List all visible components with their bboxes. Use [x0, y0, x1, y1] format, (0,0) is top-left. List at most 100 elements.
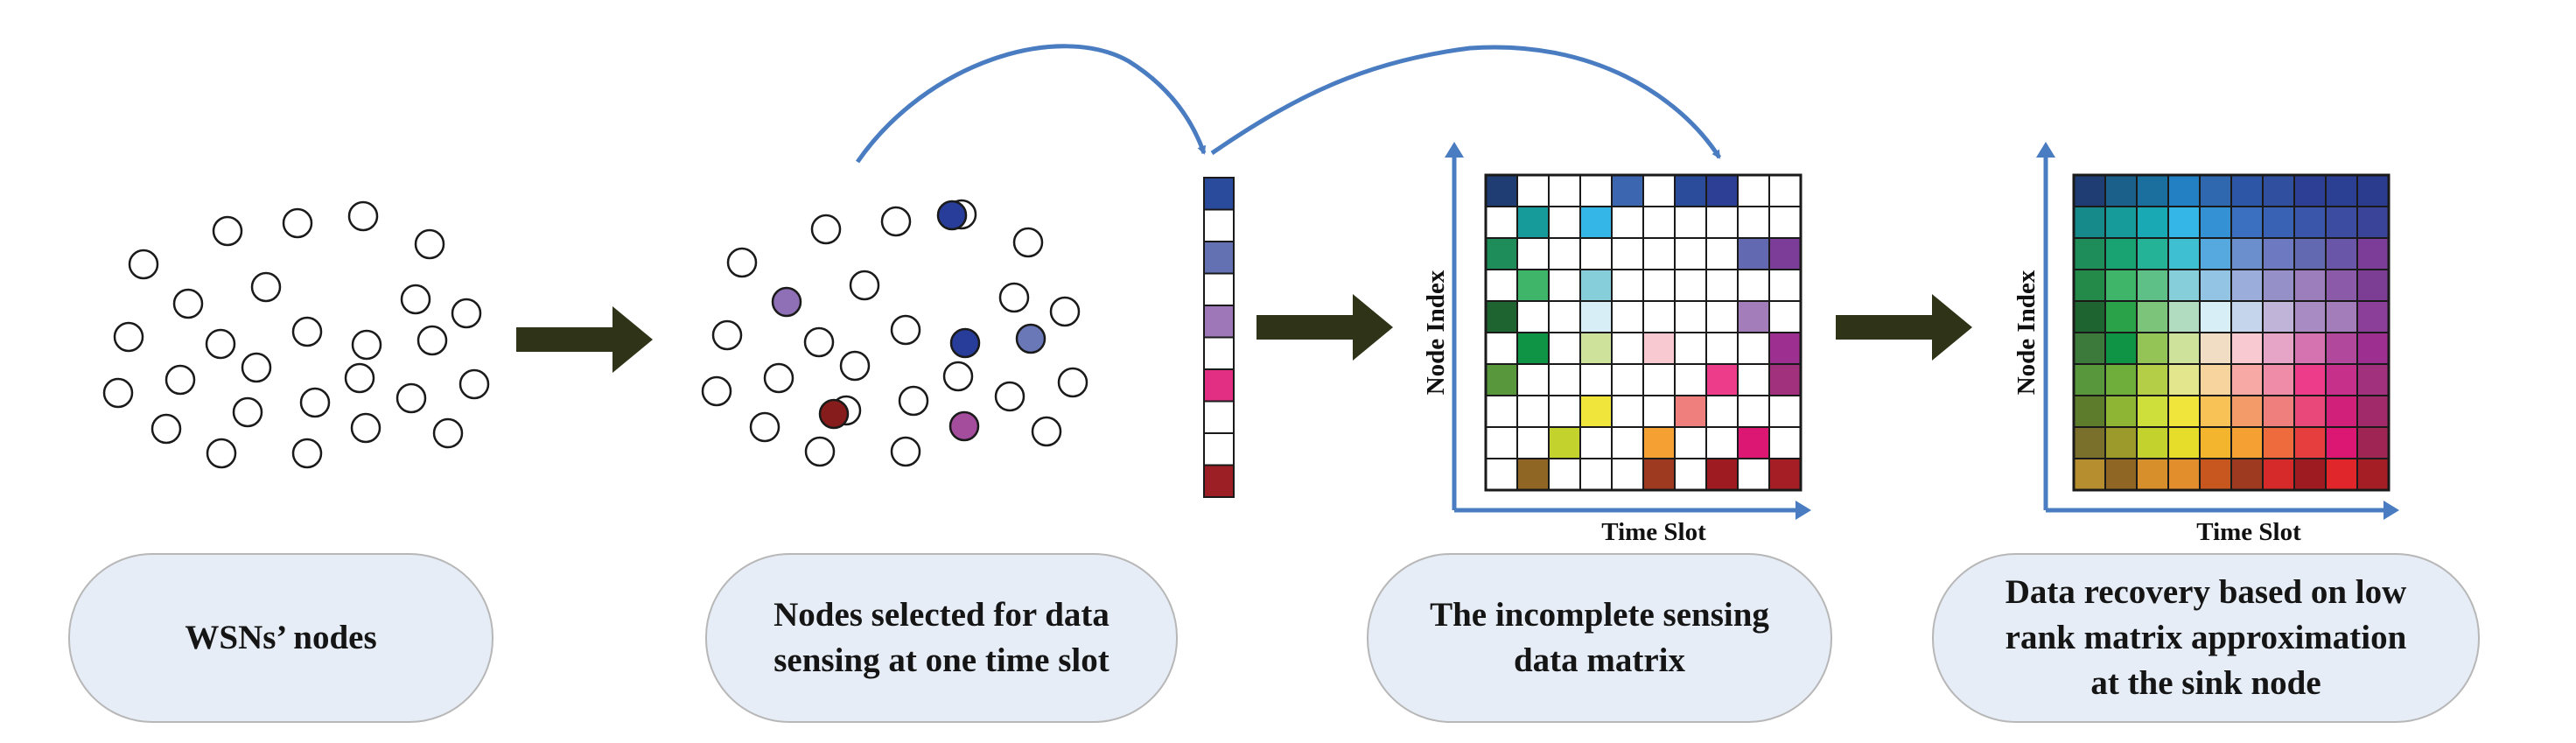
matrix-cell — [2136, 363, 2169, 396]
incomplete-time-slot-label: Time Slot — [1601, 518, 1706, 546]
matrix-cell — [2167, 363, 2201, 396]
matrix-cell — [2136, 206, 2169, 239]
matrix-cell — [1611, 426, 1644, 459]
matrix-cell — [1611, 300, 1644, 333]
matrix-cell — [1516, 174, 1550, 207]
sensor-node — [291, 438, 323, 469]
label-incomplete-matrix: The incomplete sensing data matrix — [1367, 553, 1832, 723]
sensor-node — [890, 314, 921, 346]
sensor-node — [241, 352, 272, 383]
matrix-cell — [2356, 458, 2390, 491]
matrix-cell — [2167, 395, 2201, 428]
flow-arrow-1 — [516, 306, 653, 373]
matrix-cell — [1611, 237, 1644, 270]
matrix-cell — [1485, 426, 1518, 459]
selected-node-cloud — [701, 199, 1088, 467]
matrix-cell — [2104, 174, 2138, 207]
flow-arrow-2 — [1256, 294, 1393, 361]
matrix-cell — [2104, 395, 2138, 428]
matrix-cell — [1611, 363, 1644, 396]
matrix-cell — [1579, 458, 1613, 491]
matrix-cell — [2167, 269, 2201, 302]
sensor-node — [880, 206, 912, 237]
matrix-cell — [2073, 269, 2106, 302]
matrix-cell — [2073, 206, 2106, 239]
matrix-cell — [1768, 332, 1802, 365]
matrix-cell — [1611, 174, 1644, 207]
sensor-node — [396, 382, 427, 414]
vector-cell — [1203, 305, 1235, 339]
matrix-cell — [1642, 269, 1676, 302]
matrix-cell — [2073, 395, 2106, 428]
selected-sensor-node — [818, 398, 850, 430]
sensor-node — [128, 249, 159, 280]
matrix-cell — [1705, 395, 1739, 428]
matrix-cell — [2325, 237, 2358, 270]
vector-cell — [1203, 336, 1235, 370]
matrix-cell — [1768, 206, 1802, 239]
matrix-cell — [1642, 237, 1676, 270]
matrix-cell — [1705, 174, 1739, 207]
matrix-cell — [2356, 332, 2390, 365]
matrix-cell — [1737, 174, 1770, 207]
matrix-cell — [1548, 174, 1581, 207]
matrix-cell — [1705, 269, 1739, 302]
matrix-cell — [1485, 174, 1518, 207]
sensor-node — [839, 350, 871, 382]
matrix-cell — [1768, 174, 1802, 207]
sensor-node — [150, 413, 182, 445]
sensor-node — [416, 325, 448, 356]
sensor-node — [890, 436, 921, 467]
matrix-cell — [1579, 174, 1613, 207]
matrix-cell — [1579, 269, 1613, 302]
matrix-cell — [1579, 237, 1613, 270]
matrix-cell — [1674, 395, 1707, 428]
matrix-cell — [1485, 332, 1518, 365]
matrix-cell — [2104, 363, 2138, 396]
matrix-cell — [1579, 426, 1613, 459]
matrix-cell — [1642, 332, 1676, 365]
recovered-matrix — [2072, 173, 2390, 492]
matrix-cell — [2356, 174, 2390, 207]
matrix-cell — [2104, 269, 2138, 302]
matrix-cell — [1485, 363, 1518, 396]
matrix-cell — [2136, 458, 2169, 491]
matrix-cell — [2230, 458, 2264, 491]
recovered-time-slot-label: Time Slot — [2196, 518, 2301, 546]
matrix-cell — [2073, 363, 2106, 396]
sensor-node — [206, 438, 237, 469]
matrix-cell — [1579, 300, 1613, 333]
matrix-cell — [2293, 269, 2327, 302]
matrix-cell — [2293, 206, 2327, 239]
matrix-cell — [2262, 363, 2295, 396]
sensor-node — [994, 381, 1026, 412]
matrix-cell — [1611, 332, 1644, 365]
matrix-cell — [2356, 395, 2390, 428]
matrix-cell — [2136, 300, 2169, 333]
incomplete-node-index-label: Node Index — [1422, 270, 1450, 395]
matrix-border — [1484, 173, 1802, 492]
sensor-node — [344, 362, 375, 394]
matrix-cell — [1516, 300, 1550, 333]
matrix-cell — [1768, 300, 1802, 333]
matrix-cell — [1674, 300, 1707, 333]
matrix-cell — [2356, 206, 2390, 239]
sensor-node — [347, 200, 379, 232]
matrix-cell — [1737, 395, 1770, 428]
sensor-node — [711, 319, 743, 351]
matrix-border — [2072, 173, 2390, 492]
matrix-cell — [2167, 332, 2201, 365]
vector-cell — [1203, 241, 1235, 275]
matrix-cell — [1642, 206, 1676, 239]
selected-sensor-node — [1015, 323, 1046, 354]
matrix-cell — [2293, 395, 2327, 428]
matrix-cell — [1485, 237, 1518, 270]
matrix-cell — [1485, 300, 1518, 333]
matrix-cell — [2262, 332, 2295, 365]
matrix-cell — [1768, 395, 1802, 428]
matrix-cell — [1642, 458, 1676, 491]
sensor-node — [291, 316, 323, 347]
sensor-node — [804, 436, 836, 467]
matrix-cell — [2230, 395, 2264, 428]
matrix-cell — [2104, 458, 2138, 491]
